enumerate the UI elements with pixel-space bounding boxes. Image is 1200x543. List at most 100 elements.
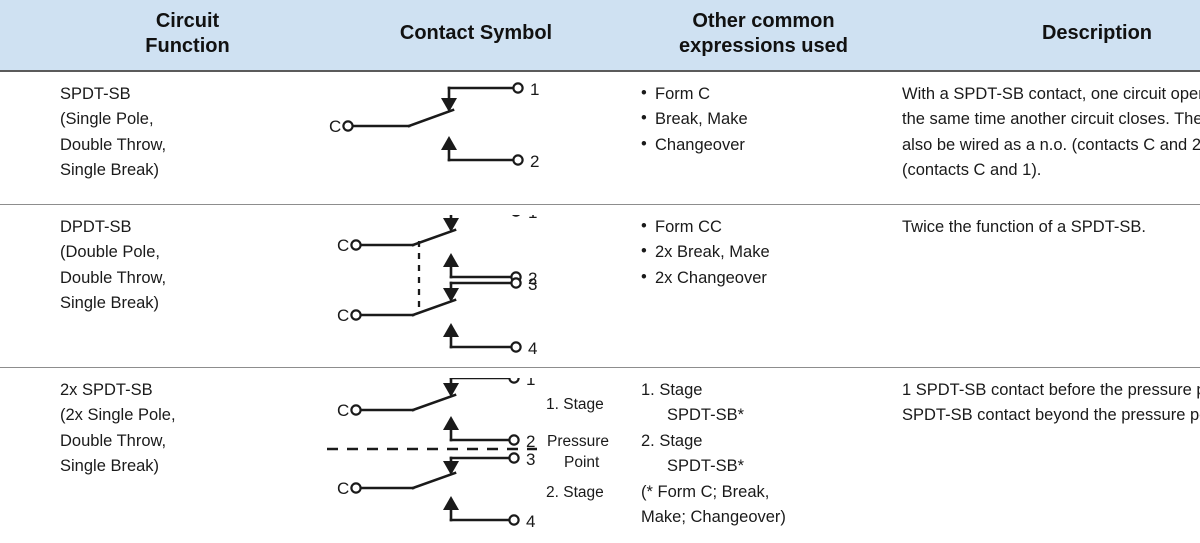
header-line: expressions used bbox=[679, 34, 848, 57]
pressure-point-label-line1: Pressure bbox=[547, 433, 609, 450]
header-line: Contact Symbol bbox=[399, 22, 553, 45]
common-terminal-label: C bbox=[329, 117, 341, 136]
cell-other-expressions: Form CC 2x Break, Make 2x Changeover bbox=[631, 204, 892, 368]
header-line: Circuit bbox=[155, 10, 220, 32]
header-circuit-function: Circuit Function bbox=[0, 0, 321, 71]
stage-entry: 2. Stage bbox=[641, 431, 703, 450]
header-other-expressions: Other common expressions used bbox=[631, 0, 892, 71]
arrowhead-up bbox=[441, 135, 457, 150]
spdt-sb-schematic: C 1 2 bbox=[329, 81, 539, 171]
arrowhead-up bbox=[443, 495, 459, 510]
function-line: SPDT-SB bbox=[60, 84, 131, 103]
arrowhead-up bbox=[443, 252, 459, 267]
header-line: Description bbox=[1041, 22, 1153, 45]
terminal-label: 1 bbox=[530, 82, 539, 99]
function-line: DPDT-SB bbox=[60, 217, 132, 236]
expressions-list: Form CC 2x Break, Make 2x Changeover bbox=[641, 214, 884, 292]
description-text: 1 SPDT-SB contact before the pressure po… bbox=[902, 380, 1200, 425]
description-text: Twice the function of a SPDT-SB. bbox=[902, 217, 1146, 236]
function-line: Single Break) bbox=[60, 294, 160, 313]
list-item: Break, Make bbox=[641, 106, 884, 133]
terminal-node bbox=[512, 153, 524, 166]
terminal-node-common bbox=[350, 481, 362, 494]
terminal-label: 3 bbox=[528, 275, 537, 294]
stage-entry: 1. Stage bbox=[641, 380, 703, 399]
terminal-label: 3 bbox=[526, 450, 535, 469]
header-description: Description bbox=[892, 0, 1200, 71]
function-line: Double Throw, bbox=[60, 135, 167, 154]
terminal-node bbox=[508, 377, 520, 384]
cell-contact-symbol: C C 1 2 3 4 bbox=[321, 204, 631, 368]
stage-label-2: 2. Stage bbox=[546, 484, 604, 501]
expressions-list: Form C Break, Make Changeover bbox=[641, 81, 884, 159]
table-header: Circuit Function Contact Symbol Other co… bbox=[0, 0, 1200, 71]
cell-circuit-function: 2x SPDT-SB (2x Single Pole, Double Throw… bbox=[0, 367, 321, 543]
cell-other-expressions: Form C Break, Make Changeover bbox=[631, 70, 892, 205]
arrowhead-up bbox=[443, 322, 459, 337]
cell-description: With a SPDT-SB contact, one circuit open… bbox=[892, 70, 1200, 205]
terminal-node-common bbox=[342, 119, 354, 132]
terminal-node-common bbox=[350, 238, 362, 251]
terminal-label: 2 bbox=[530, 152, 539, 171]
terminal-label: 1 bbox=[526, 378, 535, 389]
function-line: (Double Pole, bbox=[60, 243, 160, 262]
pressure-point-label-line2: Point bbox=[564, 454, 600, 471]
cell-description: Twice the function of a SPDT-SB. bbox=[892, 204, 1200, 368]
cell-contact-symbol: C 1 2 bbox=[321, 70, 631, 205]
function-line: Double Throw, bbox=[60, 431, 167, 450]
dpdt-sb-schematic: C C 1 2 3 4 bbox=[337, 214, 537, 355]
terminal-label: 4 bbox=[526, 512, 535, 528]
stage-value: SPDT-SB* bbox=[667, 406, 745, 425]
list-item: Form CC bbox=[641, 214, 884, 241]
arrowhead-down bbox=[441, 97, 457, 112]
cell-contact-symbol: C C 1 2 3 4 1. Stage 2. Stage Pressure P… bbox=[321, 367, 631, 543]
table-row: 2x SPDT-SB (2x Single Pole, Double Throw… bbox=[0, 367, 1200, 543]
common-terminal-label: C bbox=[337, 306, 349, 325]
list-item: 2x Changeover bbox=[641, 265, 884, 292]
terminal-node bbox=[508, 451, 520, 464]
header-line: Other common bbox=[692, 10, 835, 32]
terminal-node bbox=[510, 276, 522, 289]
terminal-node bbox=[512, 81, 524, 94]
terminal-node bbox=[510, 340, 522, 353]
common-terminal-label: C bbox=[337, 401, 349, 420]
arrowhead-down bbox=[443, 382, 459, 397]
function-line: (Single Pole, bbox=[60, 110, 154, 129]
table-row: SPDT-SB (Single Pole, Double Throw, Sing… bbox=[0, 70, 1200, 205]
description-text: With a SPDT-SB contact, one circuit open… bbox=[902, 84, 1200, 180]
header-line: Function bbox=[145, 34, 230, 57]
table-body: SPDT-SB (Single Pole, Double Throw, Sing… bbox=[0, 70, 1200, 543]
common-terminal-label: C bbox=[337, 479, 349, 498]
arrowhead-down bbox=[443, 460, 459, 475]
cell-circuit-function: SPDT-SB (Single Pole, Double Throw, Sing… bbox=[0, 70, 321, 205]
table-row: DPDT-SB (Double Pole, Double Throw, Sing… bbox=[0, 204, 1200, 368]
function-line: 2x SPDT-SB bbox=[60, 380, 153, 399]
terminal-label: 2 bbox=[526, 432, 535, 451]
spdt-sb-diagram: C 1 2 bbox=[321, 82, 631, 192]
stage-value: SPDT-SB* bbox=[667, 457, 745, 476]
list-item: Form C bbox=[641, 81, 884, 108]
two-stage-spdt-sb-schematic: C C 1 2 3 4 1. Stage 2. Stage Pressure P… bbox=[327, 377, 609, 528]
arrowhead-down bbox=[443, 217, 459, 232]
terminal-node bbox=[511, 214, 521, 217]
terminal-label: 4 bbox=[528, 339, 537, 355]
cell-other-expressions: 1. Stage SPDT-SB* 2. Stage SPDT-SB* (* F… bbox=[631, 367, 892, 543]
common-terminal-label: C bbox=[337, 236, 349, 255]
function-line: Single Break) bbox=[60, 457, 160, 476]
terminal-node bbox=[508, 513, 520, 526]
cell-description: 1 SPDT-SB contact before the pressure po… bbox=[892, 367, 1200, 543]
dpdt-sb-diagram: C C 1 2 3 4 bbox=[321, 214, 631, 355]
header-row: Circuit Function Contact Symbol Other co… bbox=[0, 0, 1200, 71]
arrowhead-up bbox=[443, 415, 459, 430]
expressions-numbered-list: 1. Stage SPDT-SB* 2. Stage SPDT-SB* (* F… bbox=[641, 378, 884, 531]
header-contact-symbol: Contact Symbol bbox=[321, 0, 631, 71]
expressions-note-line: (* Form C; Break, bbox=[641, 482, 770, 501]
terminal-node-common bbox=[350, 308, 362, 321]
terminal-label: 1 bbox=[528, 215, 537, 222]
terminal-node-common bbox=[350, 403, 362, 416]
list-item: 2x Break, Make bbox=[641, 239, 884, 266]
function-line: Single Break) bbox=[60, 161, 160, 180]
function-line: (2x Single Pole, bbox=[60, 406, 176, 425]
expressions-note-line: Make; Changeover) bbox=[641, 508, 786, 527]
